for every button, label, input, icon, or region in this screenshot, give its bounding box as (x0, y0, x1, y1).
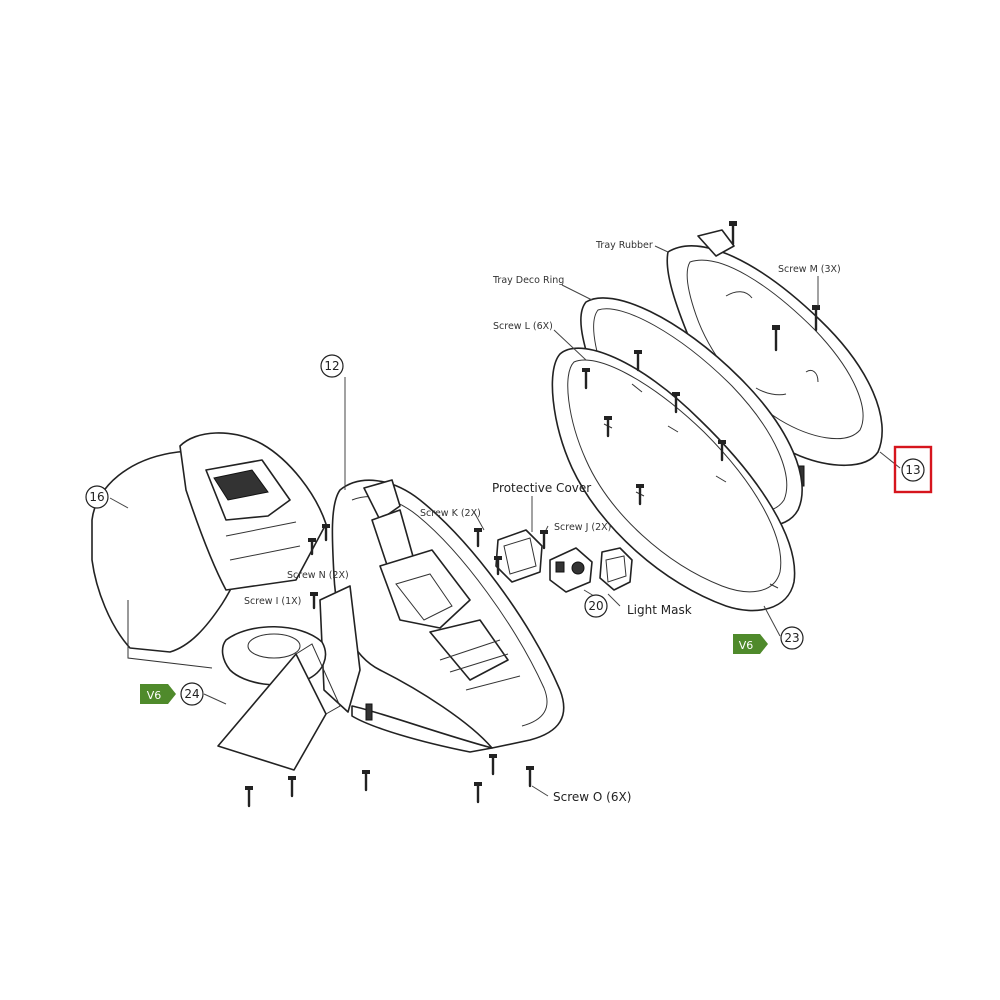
screw-l (582, 350, 726, 506)
light-mask (599, 547, 633, 591)
callout-16: 16 (85, 485, 109, 509)
svg-text:16: 16 (89, 490, 104, 504)
screw-o (245, 754, 534, 808)
part-16-left-cover (91, 432, 327, 669)
protective-cover (495, 529, 543, 583)
svg-text:12: 12 (324, 359, 339, 373)
label-protective-cover: Protective Cover (492, 481, 591, 495)
screw-n (308, 524, 330, 556)
callout-24: 24 (180, 682, 204, 706)
label-screw-m: Screw M (3X) (778, 264, 841, 275)
svg-text:24: 24 (184, 687, 199, 701)
part-24-base (217, 625, 373, 771)
tag-v6-right: V6 (733, 634, 768, 654)
part-20-board (549, 547, 593, 593)
label-tray-rubber: Tray Rubber (595, 240, 653, 251)
part-12-main-housing (319, 377, 565, 753)
screw-m (729, 221, 820, 352)
screw-i (310, 592, 318, 610)
svg-text:V6: V6 (739, 639, 754, 652)
callout-12: 12 (320, 354, 344, 378)
label-screw-o: Screw O (6X) (553, 790, 631, 804)
label-screw-i: Screw I (1X) (244, 596, 301, 607)
svg-text:13: 13 (905, 463, 920, 477)
screw-k-j (474, 528, 548, 576)
label-screw-l: Screw L (6X) (493, 321, 553, 332)
svg-text:V6: V6 (147, 689, 162, 702)
callout-13: 13 (893, 445, 933, 494)
leader-lines (109, 245, 901, 797)
callout-20: 20 (584, 594, 608, 618)
callout-23: 23 (780, 626, 804, 650)
svg-text:23: 23 (784, 631, 799, 645)
label-tray-deco-ring: Tray Deco Ring (492, 275, 564, 286)
tag-v6-left: V6 (140, 684, 176, 704)
label-light-mask: Light Mask (627, 603, 692, 617)
label-screw-n: Screw N (2X) (287, 570, 349, 581)
label-screw-j: Screw J (2X) (554, 522, 611, 533)
part-13-tray (666, 221, 883, 487)
callout-13-highlight-box (893, 445, 933, 494)
svg-text:20: 20 (588, 599, 603, 613)
part-23-base-ring (551, 347, 796, 612)
label-screw-k: Screw K (2X) (420, 508, 481, 519)
